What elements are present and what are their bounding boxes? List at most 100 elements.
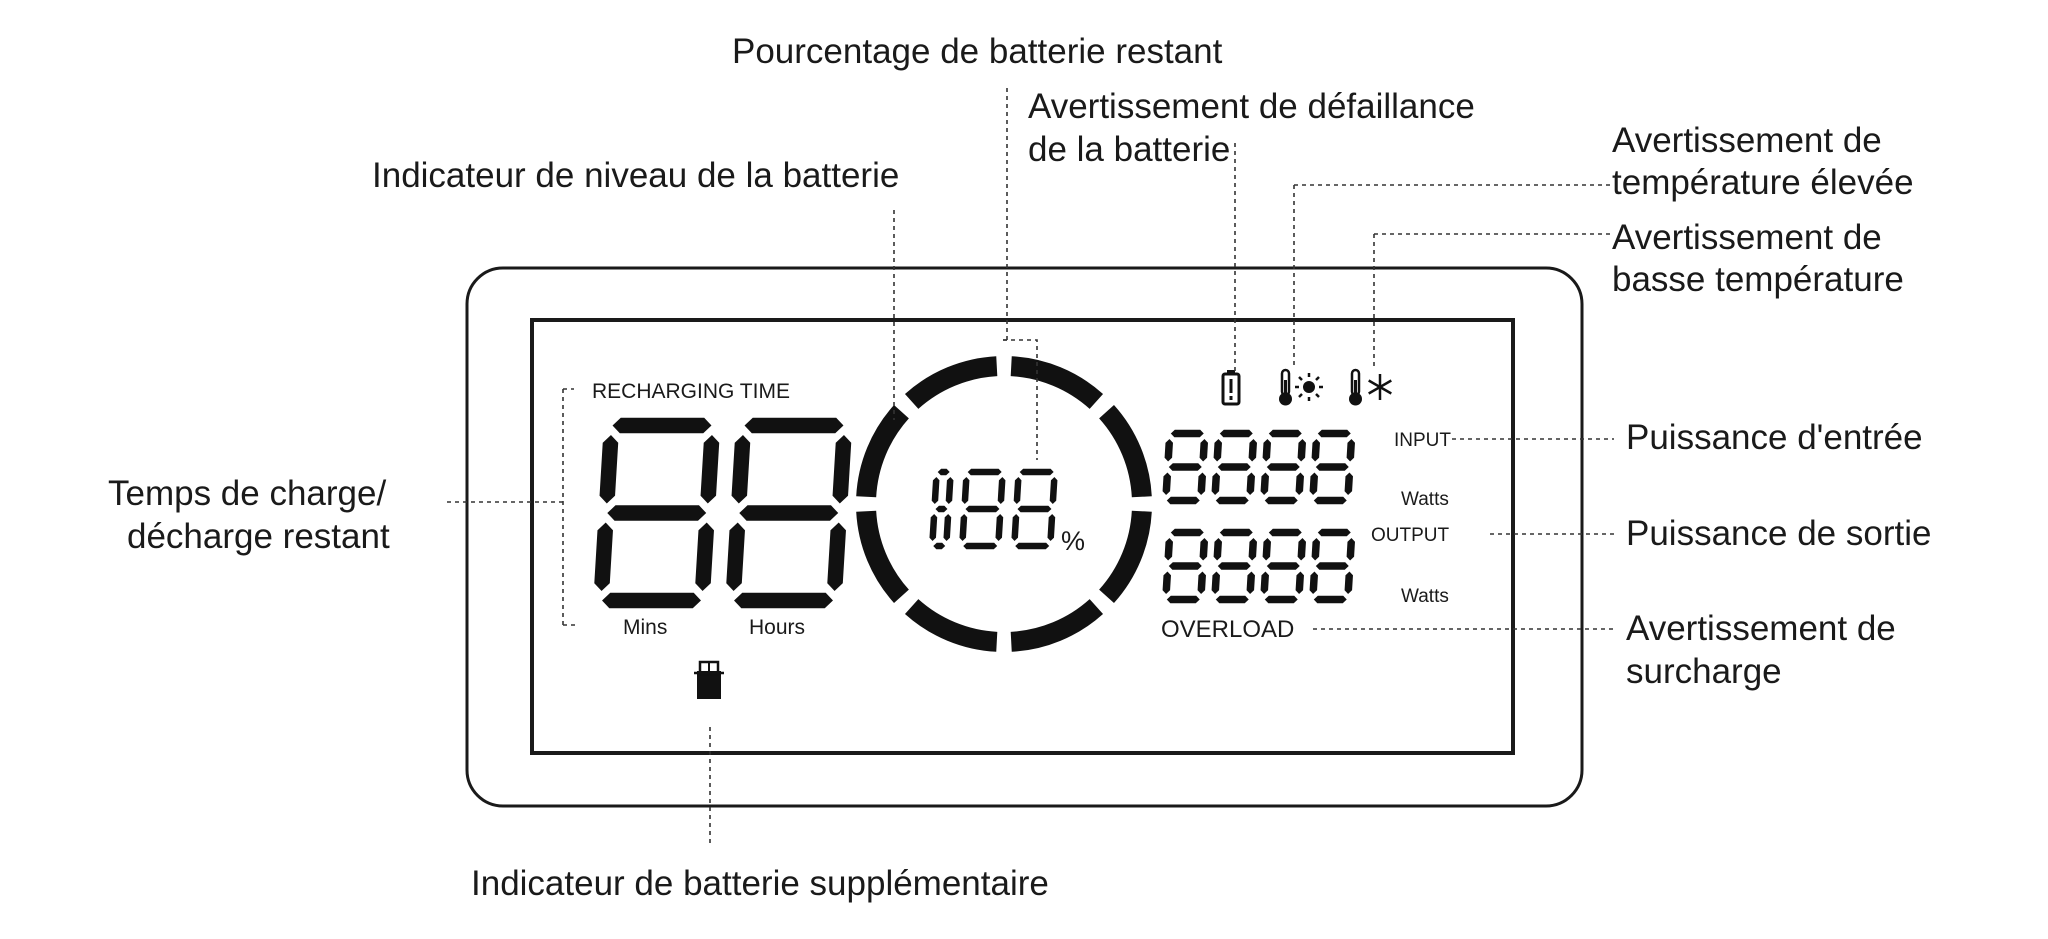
segment-b: [1247, 535, 1259, 563]
segment-a: [965, 467, 1004, 477]
battery-level-ring: [856, 356, 1152, 652]
segment-b: [699, 432, 721, 506]
segment-b: [996, 474, 1007, 507]
segment-b: [1345, 436, 1357, 464]
segment-e: [724, 520, 747, 594]
callout-remaining-time-line1: Temps de charge/: [108, 474, 386, 513]
segment-g: [1015, 504, 1054, 514]
segment-d: [599, 591, 704, 610]
segment-b: [1296, 436, 1308, 464]
segment-a: [1217, 428, 1255, 439]
segment-f: [1212, 436, 1224, 464]
segment-d: [1164, 594, 1202, 605]
segment-f: [960, 474, 971, 507]
segment-c: [1343, 470, 1355, 498]
segment-f: [1261, 535, 1273, 563]
output-label: OUTPUT: [1371, 525, 1450, 546]
segment-a: [1266, 527, 1304, 538]
segment-g: [1264, 461, 1302, 473]
extra-battery-icon: [694, 660, 724, 699]
segment-b: [944, 474, 955, 507]
segment-a: [1315, 527, 1353, 538]
segment-g: [605, 503, 709, 523]
segment-c: [693, 520, 716, 594]
segment-c: [1196, 569, 1208, 597]
segment-g: [1313, 560, 1351, 572]
segment-e: [1210, 569, 1222, 597]
battery-ring-segment: [904, 599, 998, 652]
watts-label-output: Watts: [1401, 586, 1449, 607]
segment-f: [1163, 436, 1175, 464]
segment-f: [1212, 535, 1224, 563]
segment-d: [961, 541, 1000, 551]
segment-e: [1161, 470, 1173, 498]
segment-e: [1308, 569, 1320, 597]
segment-g: [933, 504, 950, 514]
callout-battery-percentage: Pourcentage de batterie restant: [732, 32, 1223, 71]
device-frame: [465, 266, 1584, 808]
segment-d: [1311, 594, 1349, 605]
segment-b: [1198, 436, 1210, 464]
segment-b: [1296, 535, 1308, 563]
segment-g: [963, 504, 1002, 514]
thermometer-sun-icon: [1279, 368, 1323, 406]
input-power-digits: [1161, 428, 1357, 506]
watts-label-input: Watts: [1401, 489, 1449, 510]
segment-e: [592, 520, 615, 594]
callout-input-power: Puissance d'entrée: [1626, 418, 1923, 457]
callout-overload-line1: Avertissement de: [1626, 609, 1896, 648]
segment-g: [737, 503, 841, 523]
segment-a: [1168, 428, 1206, 439]
segment-e: [1259, 470, 1271, 498]
segment-b: [1048, 474, 1059, 507]
segment-a: [935, 467, 952, 477]
segment-d: [731, 591, 836, 610]
segment-c: [941, 511, 953, 544]
callout-battery-level: Indicateur de niveau de la batterie: [372, 156, 899, 195]
segment-c: [1196, 470, 1208, 498]
segment-d: [1013, 541, 1052, 551]
segment-d: [1262, 594, 1300, 605]
segment-c: [825, 520, 848, 594]
battery-ring-segment: [1010, 599, 1104, 652]
segment-g: [1313, 461, 1351, 473]
segment-g: [1215, 461, 1253, 473]
segment-a: [742, 416, 846, 435]
segment-e: [957, 511, 969, 544]
segment-d: [1164, 495, 1202, 506]
segment-f: [1261, 436, 1273, 464]
segment-a: [1017, 467, 1056, 477]
callout-output-power: Puissance de sortie: [1626, 514, 1931, 553]
percentage-digits: [927, 467, 1059, 551]
battery-ring-segment: [1099, 510, 1152, 604]
segment-c: [1045, 511, 1057, 544]
segment-b: [1345, 535, 1357, 563]
segment-a: [610, 416, 714, 435]
segment-c: [993, 511, 1005, 544]
battery-ring-segment: [1099, 404, 1152, 498]
callout-extra-battery: Indicateur de batterie supplémentaire: [471, 864, 1049, 903]
segment-d: [1262, 495, 1300, 506]
segment-g: [1215, 560, 1253, 572]
battery-ring-segment: [1010, 356, 1104, 409]
recharging-time-label: RECHARGING TIME: [592, 380, 790, 403]
battery-ring-segment: [856, 510, 909, 604]
callout-labels: Pourcentage de batterie restant Avertiss…: [108, 32, 1931, 903]
lcd-screen: [530, 318, 1515, 755]
segment-b: [1247, 436, 1259, 464]
segment-g: [1166, 461, 1204, 473]
battery-warning-icon: [1221, 370, 1241, 406]
callout-low-temp-line2: basse température: [1612, 260, 1904, 299]
segment-b: [1198, 535, 1210, 563]
segment-e: [1161, 569, 1173, 597]
segment-b: [831, 432, 853, 506]
segment-g: [1166, 560, 1204, 572]
segment-f: [1310, 436, 1322, 464]
input-label: INPUT: [1394, 430, 1451, 451]
segment-e: [1210, 470, 1222, 498]
callout-high-temp-line2: température élevée: [1612, 163, 1914, 202]
output-power-digits: [1161, 527, 1357, 605]
battery-ring-segment: [856, 404, 909, 498]
segment-d: [1213, 594, 1251, 605]
